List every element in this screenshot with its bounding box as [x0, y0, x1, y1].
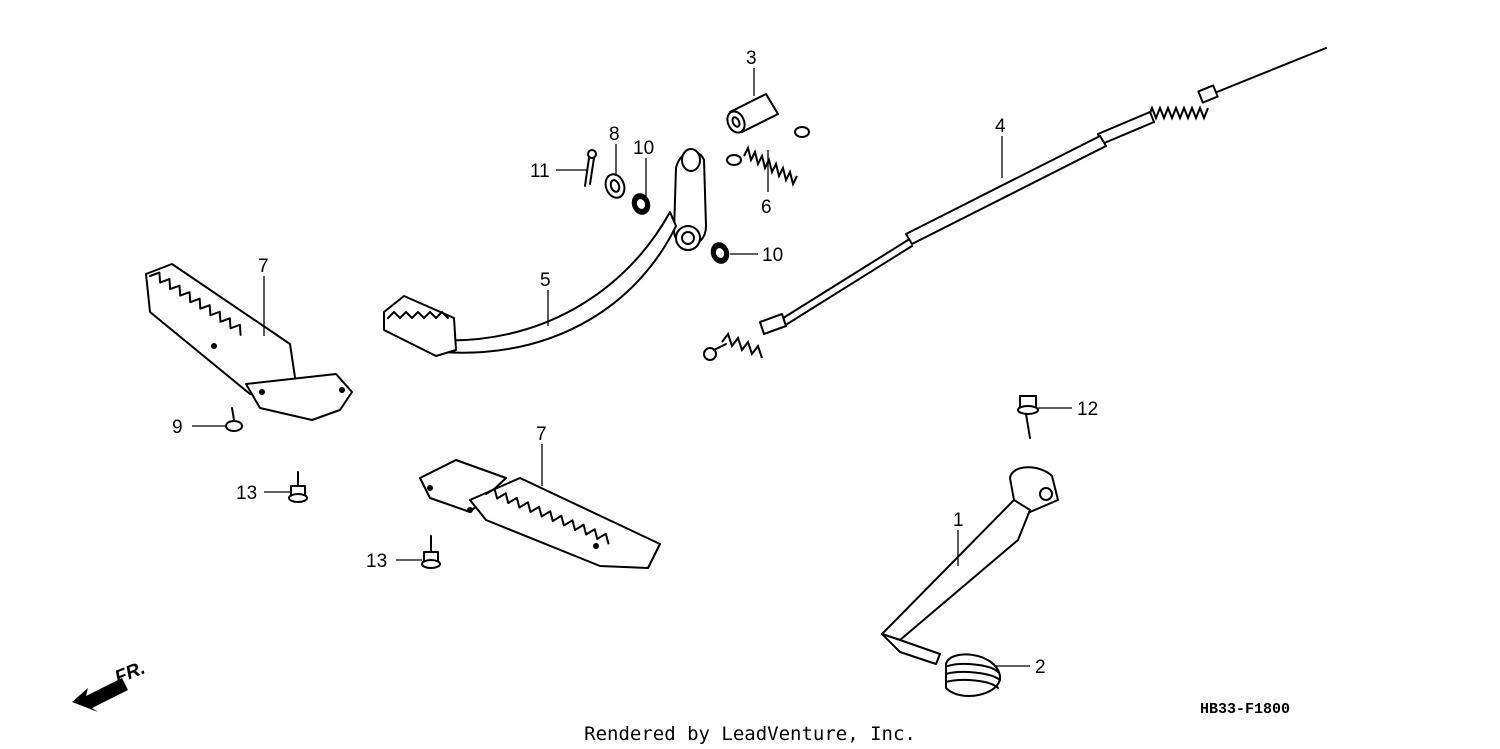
- pedal-footpad: [383, 295, 457, 357]
- flange-bolt-9: [225, 407, 243, 432]
- footpeg-right: [419, 459, 661, 569]
- callout-12: 12: [1077, 399, 1098, 420]
- dust-seal-a: [631, 193, 651, 215]
- callout-6: 6: [761, 197, 772, 218]
- callout-3: 3: [746, 48, 757, 69]
- collar: [726, 93, 779, 134]
- cable-sheath-lower: [779, 239, 909, 321]
- callout-9: 9: [172, 417, 183, 438]
- shift-arm-lever: [881, 499, 1031, 641]
- flange-bolt-13b: [421, 535, 441, 569]
- leader-lines: [192, 68, 1072, 667]
- shift-arm: [881, 466, 1059, 665]
- callout-13-lower: 13: [366, 551, 387, 572]
- brake-cable: [703, 47, 1327, 361]
- callout-1: 1: [953, 510, 964, 531]
- footpeg-left-bracket: [245, 373, 353, 421]
- callout-7-lower: 7: [536, 424, 547, 445]
- callout-4: 4: [995, 116, 1006, 137]
- front-direction-indicator: FR.: [72, 658, 148, 712]
- front-arrow-icon: [72, 678, 128, 712]
- front-direction-label: FR.: [112, 658, 148, 689]
- shift-arm-shaft: [881, 633, 941, 665]
- callout-10-upper: 10: [633, 138, 654, 159]
- callouts: 3 4 5 6 7 7 8 10 10 11 9 13 13 12 1 2: [172, 48, 1098, 678]
- cable-ferrule-lower: [759, 313, 787, 335]
- shift-rubber: [945, 653, 1002, 697]
- return-spring: [726, 126, 810, 187]
- callout-10-lower: 10: [762, 245, 783, 266]
- brake-pedal: [383, 148, 707, 357]
- washer: [604, 173, 626, 199]
- pedal-arm: [433, 211, 677, 354]
- callout-8: 8: [609, 124, 620, 145]
- cable-end-fitting: [703, 347, 717, 361]
- cable-nut-upper: [1197, 84, 1219, 104]
- flange-bolt-13a: [288, 471, 308, 503]
- cotter-pin: [584, 149, 597, 187]
- callout-5: 5: [540, 270, 551, 291]
- cable-boot-lower: [721, 331, 763, 359]
- footpeg-right-body: [469, 477, 661, 569]
- dust-seal-b: [710, 242, 730, 264]
- callout-7-upper: 7: [258, 256, 269, 277]
- callout-11: 11: [530, 161, 550, 182]
- footpeg-left: [145, 263, 353, 421]
- flange-bolt-12: [1017, 395, 1039, 439]
- callout-2: 2: [1035, 657, 1046, 678]
- cable-boot-upper: [1147, 105, 1209, 121]
- cable-ferrule-upper: [1097, 111, 1155, 145]
- callout-13-upper: 13: [236, 483, 257, 504]
- cable-end-rod: [1211, 47, 1327, 95]
- diagram-code: HB33-F1800: [1200, 701, 1290, 718]
- credit-line: Rendered by LeadVenture, Inc.: [584, 723, 916, 745]
- cable-sheath: [905, 135, 1107, 245]
- footpeg-left-body: [145, 263, 297, 395]
